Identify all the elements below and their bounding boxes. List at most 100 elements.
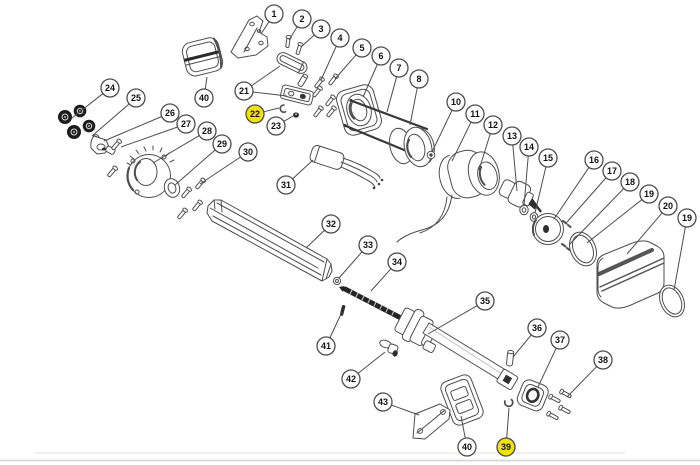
balloon-19[interactable]: 19 <box>673 208 697 291</box>
balloon-32[interactable]: 32 <box>305 214 341 249</box>
balloon-25[interactable]: 25 <box>91 88 146 137</box>
balloon-40[interactable]: 40 <box>457 415 477 457</box>
balloon-21[interactable]: 21 <box>234 65 288 101</box>
balloon-circle <box>160 103 180 123</box>
balloon-28[interactable]: 28 <box>152 121 217 164</box>
balloon-12[interactable]: 12 <box>478 115 503 171</box>
balloon-14[interactable]: 14 <box>519 137 539 207</box>
leader-line <box>199 156 241 185</box>
balloon-number: 19 <box>644 189 654 199</box>
balloon-34[interactable]: 34 <box>370 252 407 292</box>
part-retainer-clip-2 <box>503 398 514 408</box>
leader-line <box>260 21 270 35</box>
balloon-40[interactable]: 40 <box>194 76 214 108</box>
balloon-circle <box>234 81 254 101</box>
part-clutch-housing <box>438 149 500 199</box>
balloon-circle <box>483 115 503 135</box>
part-mounting-bracket <box>230 15 269 59</box>
balloon-27[interactable]: 27 <box>120 114 196 148</box>
leader-line <box>263 107 280 113</box>
balloon-number: 13 <box>507 131 517 141</box>
balloon-20[interactable]: 20 <box>626 196 678 255</box>
balloon-39[interactable]: 39 <box>496 407 516 457</box>
part-brake-drum <box>531 213 564 245</box>
balloon-31[interactable]: 31 <box>276 159 314 195</box>
leader-line <box>305 229 325 249</box>
leader-line <box>103 116 162 142</box>
balloon-number: 18 <box>625 177 635 187</box>
balloon-16[interactable]: 16 <box>553 150 604 220</box>
balloon-38[interactable]: 38 <box>566 350 613 398</box>
balloon-circle <box>550 330 570 350</box>
leader-line <box>566 177 607 223</box>
leader-line <box>537 347 557 388</box>
balloon-10[interactable]: 10 <box>431 92 466 153</box>
balloon-number: 14 <box>524 142 534 152</box>
balloon-circle <box>658 196 678 216</box>
balloon-circle <box>519 137 539 157</box>
leader-line <box>553 167 590 220</box>
balloon-23[interactable]: 23 <box>266 115 294 136</box>
balloon-42[interactable]: 42 <box>341 351 386 389</box>
balloon-13[interactable]: 13 <box>502 126 522 192</box>
leader-line <box>283 115 294 122</box>
part-clevis-pin <box>506 349 515 367</box>
balloon-26[interactable]: 26 <box>103 103 180 142</box>
balloon-2[interactable]: 2 <box>288 9 312 41</box>
balloon-11[interactable]: 11 <box>451 104 485 162</box>
balloon-15[interactable]: 15 <box>534 148 558 214</box>
balloon-circle <box>352 38 372 58</box>
balloon-22[interactable]: 22 <box>245 104 280 124</box>
balloon-circle <box>321 214 341 234</box>
balloon-17[interactable]: 17 <box>566 161 622 223</box>
balloon-29[interactable]: 29 <box>174 134 232 186</box>
balloon-number: 22 <box>250 109 260 119</box>
balloon-circle <box>330 28 350 48</box>
balloon-30[interactable]: 30 <box>199 142 258 185</box>
balloon-3[interactable]: 3 <box>300 19 331 48</box>
balloon-43[interactable]: 43 <box>373 392 420 416</box>
balloon-number: 30 <box>243 147 253 157</box>
balloon-41[interactable]: 41 <box>316 311 343 356</box>
balloon-18[interactable]: 18 <box>568 172 640 246</box>
balloon-circle <box>677 208 697 228</box>
balloon-number: 11 <box>470 109 480 119</box>
part-shaft-nut <box>426 150 436 160</box>
leader-line <box>370 268 392 292</box>
balloon-circle <box>446 92 466 112</box>
leader-line <box>568 188 625 246</box>
balloon-circle <box>620 172 640 192</box>
balloon-number: 28 <box>202 126 212 136</box>
balloon-circle <box>602 161 622 181</box>
balloon-number: 2 <box>299 14 304 24</box>
balloon-circle <box>311 19 331 39</box>
balloon-37[interactable]: 37 <box>537 330 570 388</box>
balloon-number: 35 <box>480 296 490 306</box>
balloon-number: 37 <box>555 335 565 345</box>
balloon-number: 40 <box>462 442 472 452</box>
balloon-number: 32 <box>326 219 336 229</box>
part-bearing <box>163 178 181 198</box>
balloon-5[interactable]: 5 <box>334 38 372 80</box>
leader-line <box>512 334 532 358</box>
balloon-1[interactable]: 1 <box>260 4 284 35</box>
balloon-19[interactable]: 19 <box>586 184 659 244</box>
balloon-circle <box>371 46 391 66</box>
balloon-8[interactable]: 8 <box>409 69 429 126</box>
part-cover <box>596 240 665 309</box>
part-outer-tube <box>422 322 519 391</box>
part-lead-screw <box>339 286 402 320</box>
balloon-7[interactable]: 7 <box>386 58 409 113</box>
balloon-24[interactable]: 24 <box>71 78 120 119</box>
balloon-35[interactable]: 35 <box>427 291 495 335</box>
balloon-circle <box>341 369 361 389</box>
part-motor-wires <box>396 194 453 243</box>
leader-line <box>451 121 472 162</box>
balloon-number: 4 <box>337 33 342 43</box>
part-gasket-inner <box>569 231 597 267</box>
balloon-36[interactable]: 36 <box>512 318 547 358</box>
leader-line <box>252 91 288 97</box>
balloon-33[interactable]: 33 <box>338 235 378 279</box>
balloon-4[interactable]: 4 <box>320 28 350 81</box>
balloon-6[interactable]: 6 <box>362 46 391 98</box>
